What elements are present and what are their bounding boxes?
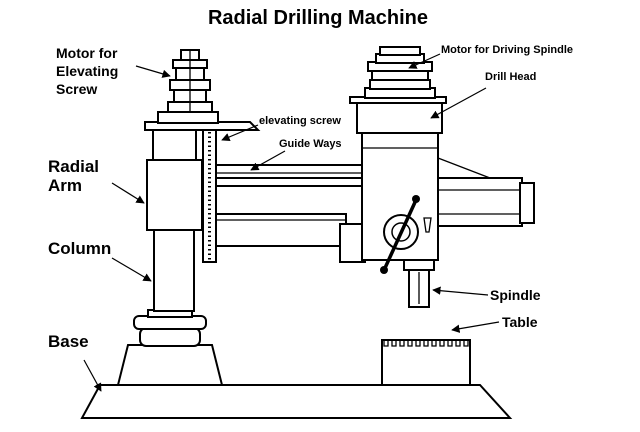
arrow-motor-driving-spindle: [408, 53, 441, 69]
arrow-spindle: [432, 286, 489, 296]
label-spindle: Spindle: [490, 287, 541, 303]
diagram-title: Radial Drilling Machine: [208, 7, 428, 29]
radial-arm: [215, 164, 366, 263]
arrow-base: [83, 359, 102, 392]
column-top-cap: [144, 111, 261, 131]
arm-extension: [437, 157, 535, 227]
label-motor-elevating-line1: Motor for: [56, 45, 118, 61]
arrow-guide-ways: [250, 150, 286, 171]
base: [80, 384, 513, 419]
label-motor-driving-spindle: Motor for Driving Spindle: [441, 44, 573, 56]
label-guide-ways: Guide Ways: [279, 138, 342, 150]
column: [152, 129, 197, 312]
label-radial-arm-line2: Arm: [48, 176, 82, 195]
elevating-motor: [167, 49, 213, 113]
spindle: [403, 259, 435, 308]
arrow-motor-elevating: [135, 65, 171, 78]
column-pedestal: [116, 309, 224, 386]
label-motor-elevating-line2: Elevating: [56, 63, 118, 79]
arrow-elevating-screw: [221, 124, 259, 141]
feed-handwheel: [380, 195, 432, 274]
spindle-motor: [364, 46, 436, 99]
label-elevating-screw: elevating screw: [259, 115, 341, 127]
label-table: Table: [502, 314, 538, 330]
arrow-table: [451, 321, 500, 333]
arrow-column: [111, 257, 152, 282]
label-radial-arm: Radial Arm: [48, 157, 99, 195]
elevating-screw: [202, 129, 217, 263]
arrow-drill-head: [430, 87, 487, 119]
label-column: Column: [48, 239, 111, 258]
label-motor-elevating-screw: Motor for Elevating Screw: [56, 45, 118, 97]
label-drill-head: Drill Head: [485, 71, 536, 83]
radial-arm-sleeve: [146, 159, 203, 231]
arrow-radial-arm: [111, 182, 145, 204]
work-table: [381, 339, 471, 386]
label-radial-arm-line1: Radial: [48, 157, 99, 176]
label-motor-elevating-line3: Screw: [56, 81, 97, 97]
label-base: Base: [48, 332, 89, 351]
